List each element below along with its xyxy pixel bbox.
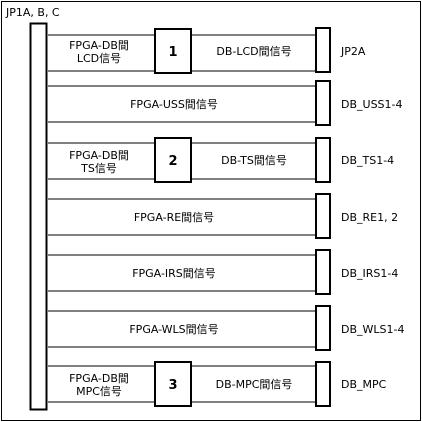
connector-label: JP2A: [340, 45, 366, 58]
connector-block: [315, 305, 331, 351]
signal-row: FPGA-DB間 LCD信号 1 DB-LCD間信号 JP2A: [48, 27, 366, 74]
box-number: 3: [168, 378, 177, 393]
signal-center: FPGA-WLS間信号: [129, 323, 218, 336]
signal-left-line2: TS信号: [80, 162, 117, 175]
signal-row: FPGA-WLS間信号 DB_WLS1-4: [48, 305, 404, 351]
connector-label: DB_TS1-4: [341, 154, 394, 167]
signal-center: FPGA-USS間信号: [130, 98, 218, 111]
signal-row: FPGA-RE間信号 DB_RE1, 2: [48, 193, 398, 239]
interface-box: [154, 361, 192, 407]
connector-block: [315, 193, 331, 239]
signal-center: FPGA-IRS間信号: [132, 267, 216, 280]
connector-block: [315, 27, 331, 73]
box-number: 1: [168, 45, 177, 60]
signal-left-line2: LCD信号: [77, 52, 121, 65]
signal-right: DB-MPC間信号: [216, 378, 293, 391]
main-bus-bar: [29, 22, 48, 411]
signal-row: FPGA-DB間 TS信号 2 DB-TS間信号 DB_TS1-4: [48, 137, 394, 183]
interface-box: [154, 28, 192, 74]
signal-row: FPGA-IRS間信号 DB_IRS1-4: [48, 249, 398, 295]
connector-block: [315, 137, 331, 183]
signal-left-line2: MPC信号: [76, 385, 122, 398]
signal-left-line1: FPGA-DB間: [69, 372, 129, 385]
signal-left-line1: FPGA-DB間: [69, 149, 129, 162]
signal-right: DB-TS間信号: [221, 154, 287, 167]
signal-right: DB-LCD間信号: [216, 45, 291, 58]
signal-row: FPGA-USS間信号 DB_USS1-4: [48, 80, 403, 126]
connector-block: [315, 80, 331, 126]
signal-row: FPGA-DB間 MPC信号 3 DB-MPC間信号 DB_MPC: [48, 361, 387, 407]
connector-label: DB_MPC: [341, 378, 387, 391]
signal-center: FPGA-RE間信号: [134, 211, 214, 224]
signal-left-line1: FPGA-DB間: [69, 39, 129, 52]
connector-block: [315, 361, 331, 407]
box-number: 2: [168, 154, 177, 169]
header-label: JP1A, B, C: [5, 6, 60, 19]
connector-label: DB_IRS1-4: [341, 267, 398, 280]
interface-box: [154, 137, 192, 183]
connector-label: DB_WLS1-4: [341, 323, 404, 336]
connector-label: DB_USS1-4: [341, 98, 403, 111]
connector-label: DB_RE1, 2: [341, 211, 398, 224]
connector-block: [315, 249, 331, 295]
